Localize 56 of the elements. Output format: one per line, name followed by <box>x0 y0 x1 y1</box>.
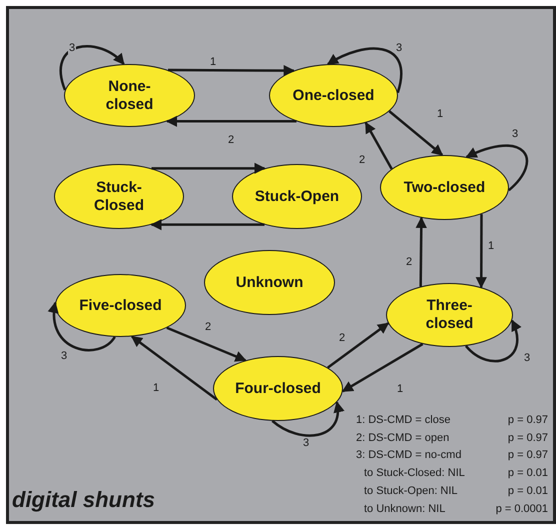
state-name: One-closed <box>292 86 374 104</box>
state-name: Four-closed <box>235 380 321 398</box>
edge-label: 2 <box>227 134 236 146</box>
transition-arrow <box>416 216 427 286</box>
transition-arrow <box>166 326 247 362</box>
transition-arrow <box>327 322 390 369</box>
edge-label: 3 <box>60 350 68 362</box>
edge-label: 1 <box>396 383 404 395</box>
edge-label: 1 <box>487 240 496 252</box>
legend-text: 2: DS-CMD = open <box>356 432 450 445</box>
transition-arrow <box>476 214 487 288</box>
state-name: Unknown <box>236 274 304 292</box>
edge-label: 1 <box>152 382 160 394</box>
legend-text: p = 0.97 <box>508 449 548 462</box>
transition-arrow <box>152 162 266 174</box>
edge-label: 2 <box>358 154 366 166</box>
transition-arrow <box>150 219 264 230</box>
legend-text: to Unknown: NIL <box>364 502 446 516</box>
edge-label: 3 <box>302 437 310 449</box>
state-name: Two-closed <box>404 178 486 196</box>
edge-label: 2 <box>338 332 346 344</box>
transition-arrow <box>166 116 296 127</box>
edge-label: 3 <box>523 352 532 364</box>
legend-text: to Stuck-Closed: NIL <box>364 467 465 480</box>
legend-text: p = 0.97 <box>508 414 548 427</box>
state-name: None- closed <box>104 78 154 114</box>
self-loop-arrow <box>326 47 402 94</box>
legend-text: 1: DS-CMD = close <box>356 414 450 427</box>
edge-label: 3 <box>68 42 76 54</box>
edge-label: 3 <box>511 128 520 140</box>
state-name: Five-closed <box>79 296 162 314</box>
edge-label: 3 <box>395 42 404 54</box>
state-name: Three- closed <box>424 297 474 333</box>
self-loop-arrow <box>466 144 528 192</box>
self-loop-arrow <box>60 45 125 90</box>
legend-text: p = 0.01 <box>508 467 548 480</box>
edge-label: 2 <box>204 321 212 333</box>
transition-arrow <box>342 342 424 392</box>
legend-text: 3: DS-CMD = no-cmd <box>356 449 462 462</box>
legend-text: p = 0.97 <box>508 432 548 445</box>
state-name: Stuck- Closed <box>92 178 145 214</box>
state-name: Stuck-Open <box>254 188 340 206</box>
legend-text: to Stuck-Open: NIL <box>364 484 458 498</box>
diagram-title: digital shunts <box>12 487 155 513</box>
legend-text: p = 0.01 <box>508 484 548 498</box>
transition-arrow <box>130 336 218 401</box>
transition-arrow <box>168 65 295 76</box>
self-loop-arrow <box>48 302 116 352</box>
edge-label: 2 <box>405 256 414 268</box>
self-loop-arrow <box>272 401 344 437</box>
edge-label: 1 <box>209 56 218 68</box>
edge-label: 1 <box>436 108 444 120</box>
self-loop-arrow <box>465 320 522 362</box>
legend-text: p = 0.0001 <box>496 502 548 516</box>
transition-arrow <box>388 110 444 156</box>
transition-arrow <box>364 122 393 170</box>
